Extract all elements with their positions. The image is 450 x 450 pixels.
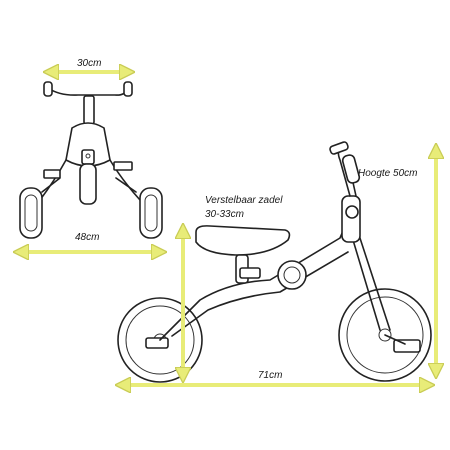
length-label: 71cm (258, 370, 283, 381)
handlebar-width-label: 30cm (77, 58, 102, 69)
seat-label-title: Verstelbaar zadel (205, 195, 283, 206)
side-view-bike (117, 141, 432, 383)
seat-label-range: 30-33cm (205, 209, 244, 220)
height-label: Hoogte 50cm (358, 168, 418, 179)
front-view-tricycle (19, 81, 163, 239)
rear-width-label: 48cm (75, 232, 100, 243)
dimension-arrows (16, 72, 436, 385)
